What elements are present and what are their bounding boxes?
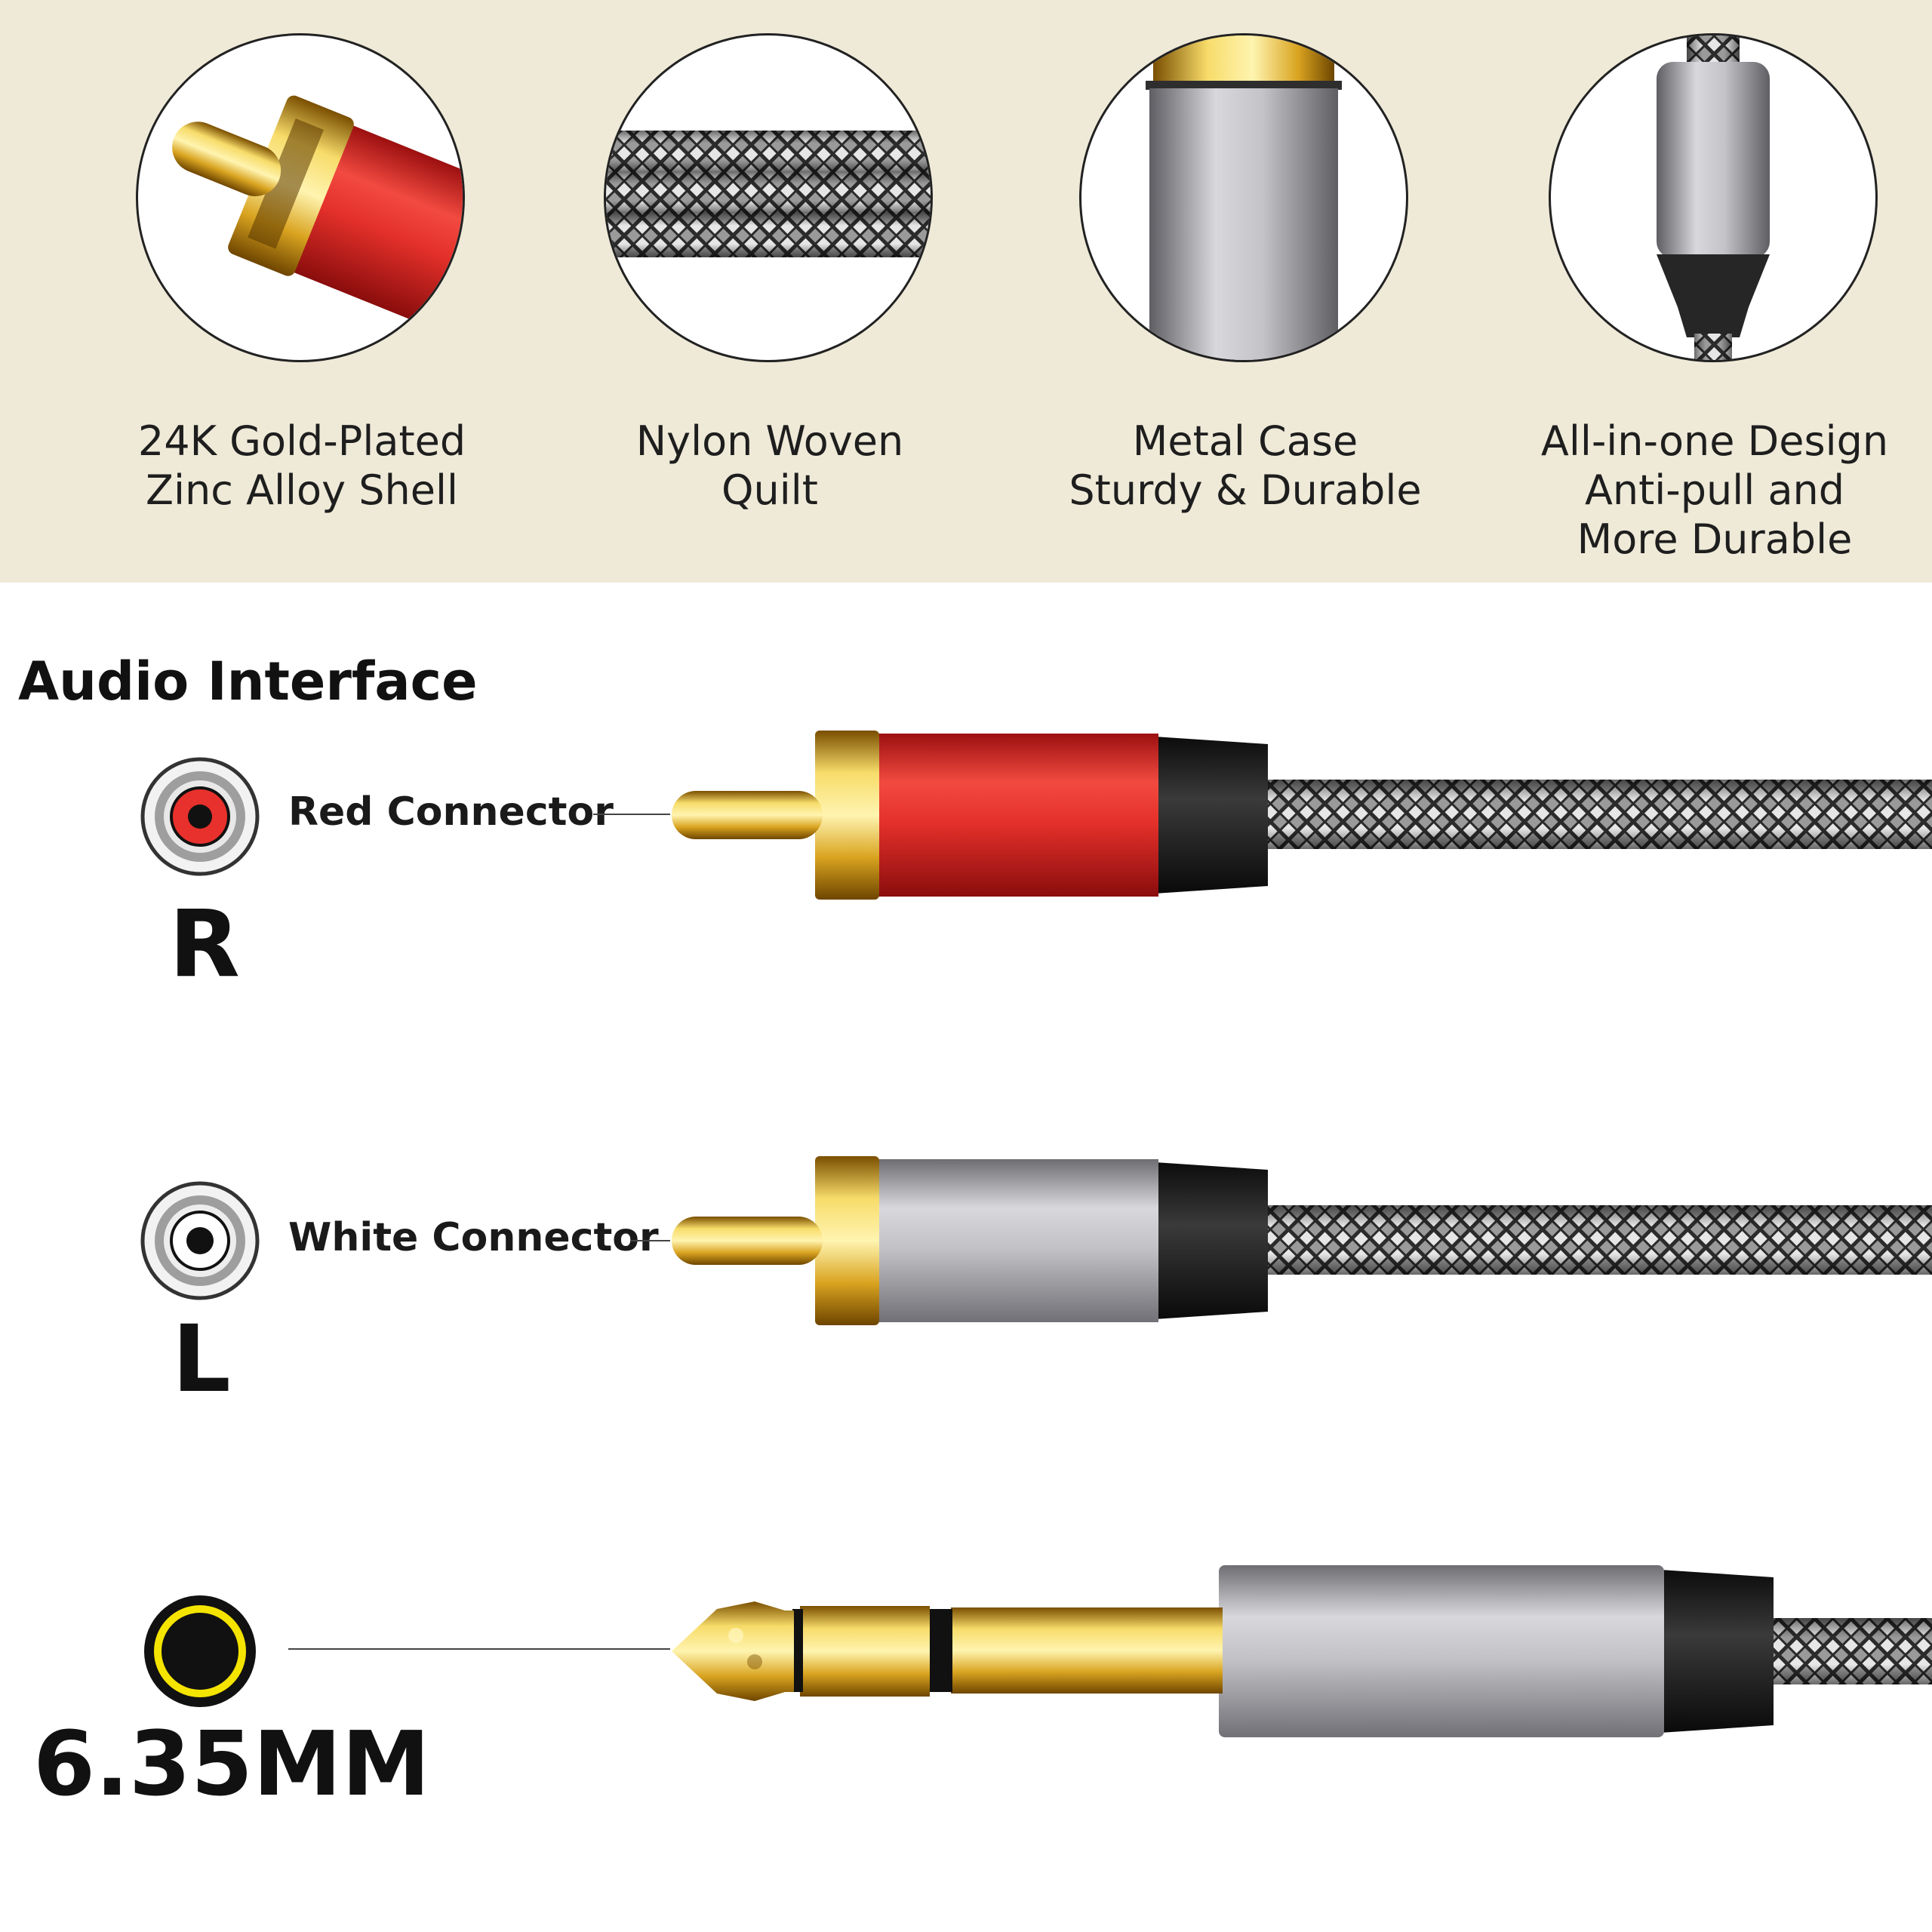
feature-caption: All-in-one Design Anti-pull and More Dur… [1540, 417, 1889, 563]
braided-cable-icon [604, 33, 933, 362]
white-rca-plug-image [672, 1156, 1932, 1325]
feature-caption: Metal Case Sturdy & Durable [1069, 417, 1422, 514]
feature-metal-case: Metal Case Sturdy & Durable [1004, 30, 1487, 574]
red-connector-label: Red Connector [288, 789, 614, 835]
white-connector-leader-line [631, 1240, 670, 1241]
feature-caption: 24K Gold-Plated Zinc Alloy Shell [137, 417, 466, 514]
rca-gold-plug-icon [136, 33, 465, 362]
white-connector-label: White Connector [288, 1215, 659, 1260]
jack-leader-line [288, 1648, 670, 1650]
channel-letter-l: L [172, 1306, 231, 1413]
feature-all-in-one: All-in-one Design Anti-pull and More Dur… [1473, 30, 1932, 574]
channel-letter-r: R [169, 891, 240, 998]
metal-case-icon [1079, 33, 1408, 362]
feature-caption: Nylon Woven Quilt [635, 417, 904, 514]
feature-nylon-woven: Nylon Woven Quilt [528, 30, 1011, 574]
jack-plug-image [672, 1564, 1932, 1739]
jack-size-label: 6.35MM [33, 1712, 430, 1816]
red-rca-socket-icon [140, 756, 260, 877]
red-connector-leader-line [593, 814, 670, 815]
red-rca-plug-image [672, 731, 1932, 900]
jack-socket-icon [140, 1591, 260, 1712]
section-title: Audio Interface [18, 651, 478, 712]
connector-strain-relief-icon [1549, 33, 1878, 362]
white-rca-socket-icon [140, 1180, 260, 1301]
feature-gold-plated: 24K Gold-Plated Zinc Alloy Shell [60, 30, 543, 574]
